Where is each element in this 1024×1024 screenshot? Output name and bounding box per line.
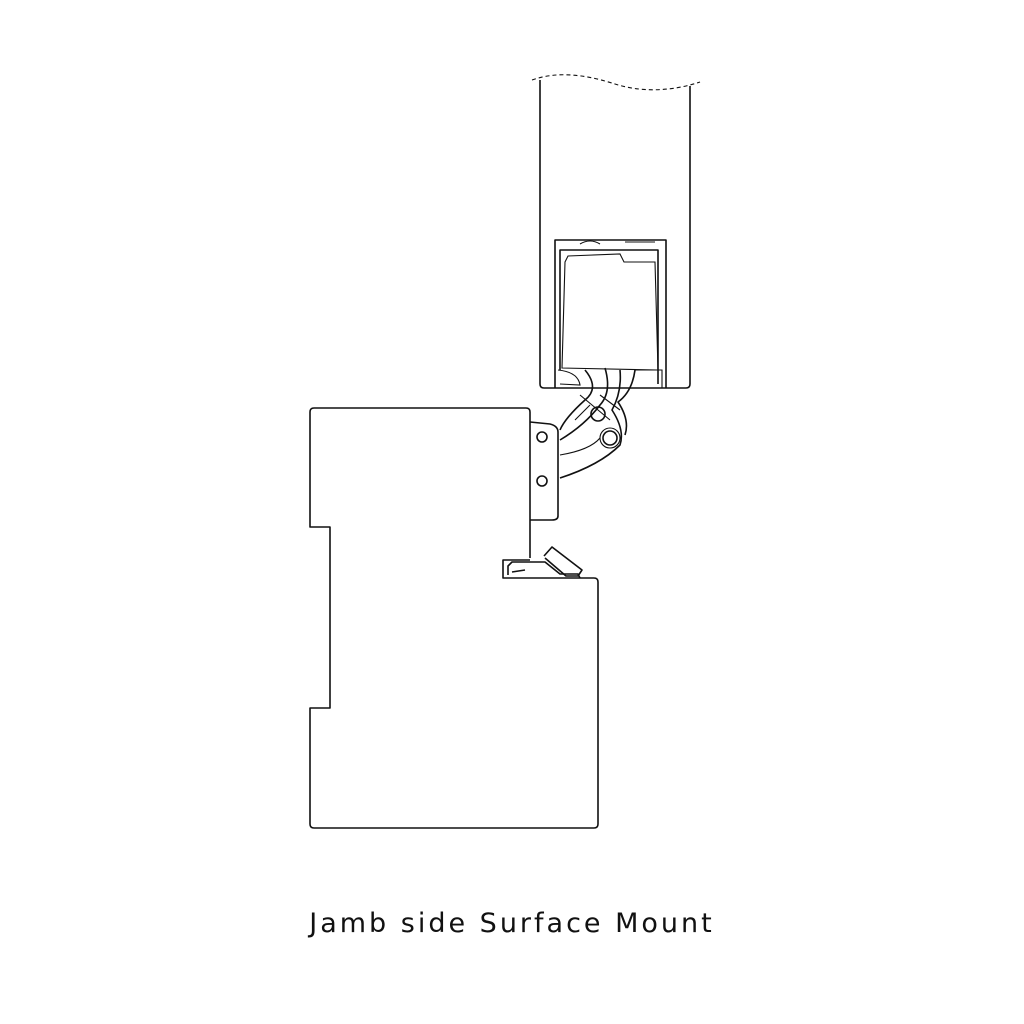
door-pocket <box>554 239 667 388</box>
door-leaf <box>531 74 701 389</box>
hinge-body-in-door <box>557 240 663 388</box>
screw-hole <box>536 475 548 487</box>
seal-clip <box>507 546 583 579</box>
jamb-frame <box>309 407 599 829</box>
break-line <box>531 74 701 91</box>
screw-hole <box>536 431 548 443</box>
pivot-pin-lower <box>602 430 618 446</box>
pivot-pin-upper <box>590 406 606 422</box>
hinge-arms <box>559 367 636 479</box>
hinge-mounting-plate <box>529 421 559 521</box>
drawing-caption: Jamb side Surface Mount <box>309 908 715 939</box>
